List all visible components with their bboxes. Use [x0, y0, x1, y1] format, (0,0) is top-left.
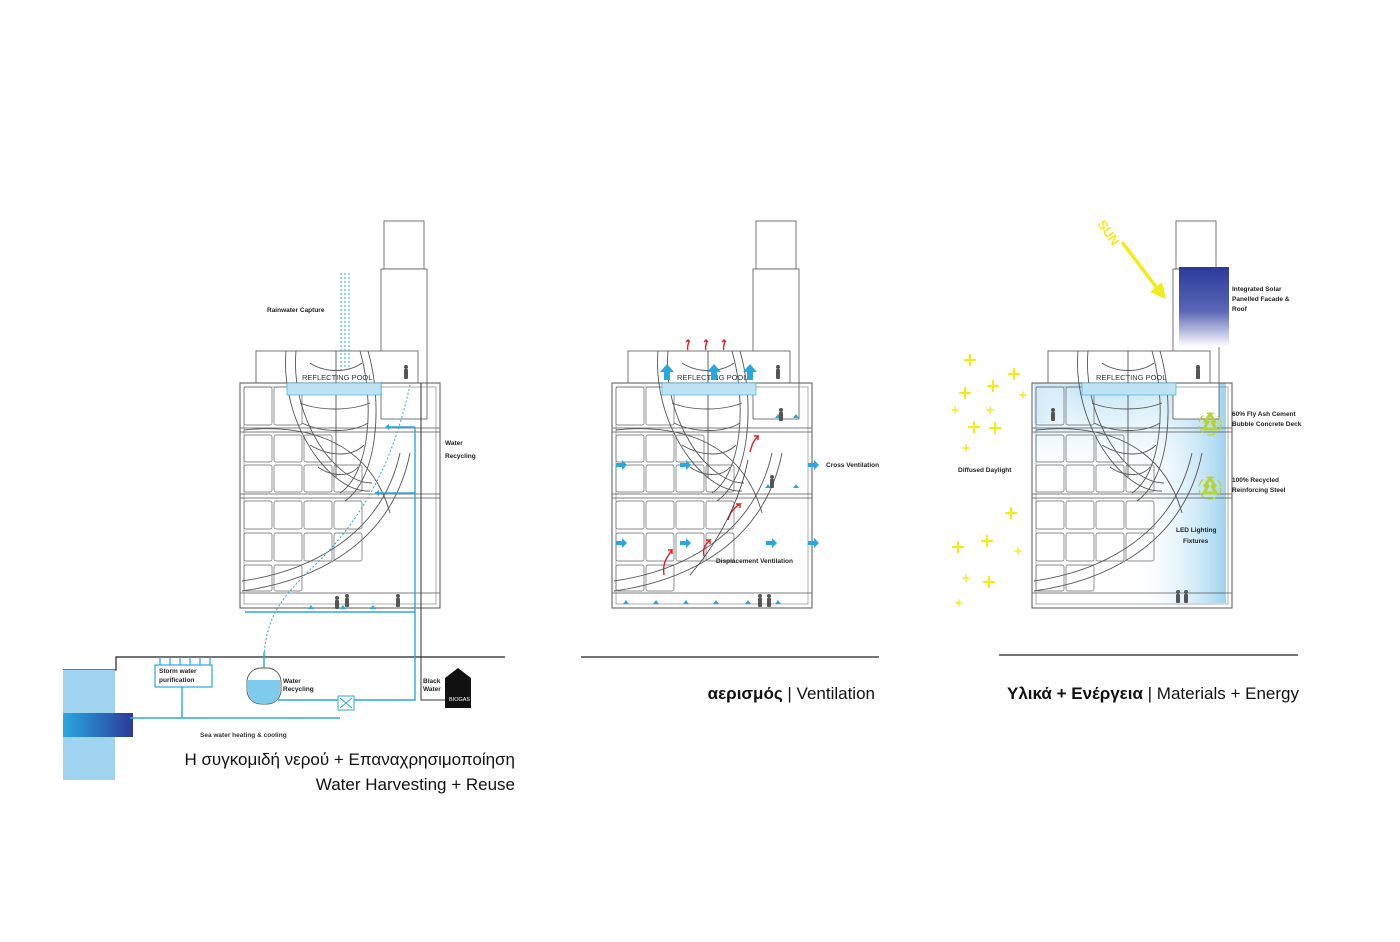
caption-ventilation: αερισμός | Ventilation — [708, 684, 875, 703]
ground-line — [63, 656, 505, 671]
floor-air-arrows — [623, 414, 799, 604]
storm-label-1: Storm water — [159, 668, 197, 675]
caption-separator: | — [783, 684, 797, 703]
sea-intake-pipe — [63, 713, 133, 737]
sun-label: SUN — [1095, 217, 1123, 248]
caption-english-water: Water Harvesting + Reuse — [316, 775, 515, 794]
displacement-guide — [689, 459, 749, 576]
cross-ventilation-label: Cross Ventilation — [826, 462, 879, 469]
caption-greek-ventilation: αερισμός — [708, 684, 783, 703]
panel-materials-energy: REFLECTING POOL SUN Integrated Solar Pan… — [951, 217, 1302, 703]
biogas-label: BIOGAS — [449, 697, 470, 703]
caption-greek-water: Η συγκομιδή νερού + Επαναχρησιμοποίηση — [184, 750, 515, 769]
storm-label-2: purification — [159, 677, 194, 684]
black-water-pipe — [420, 383, 445, 701]
reflecting-pool — [1081, 382, 1177, 396]
steel-label-2: Reinforcing Steel — [1232, 487, 1286, 494]
caption-english-energy: Materials + Energy — [1157, 684, 1300, 703]
black-water-label-1: Black — [423, 678, 441, 685]
building-section — [239, 220, 441, 609]
caption-materials-energy: Υλικά + Ενέργεια | Materials + Energy — [1007, 684, 1300, 703]
caption-english-ventilation: Ventilation — [797, 684, 875, 703]
displacement-arrows — [662, 435, 760, 576]
reflecting-pool-label: REFLECTING POOL — [1096, 373, 1166, 382]
tank-label-2: Recycling — [283, 686, 314, 693]
caption-separator: | — [1143, 684, 1157, 703]
solar-label-3: Roof — [1232, 306, 1248, 313]
reflecting-pool — [286, 382, 382, 396]
caption-greek-energy: Υλικά + Ενέργεια — [1007, 684, 1143, 703]
led-label-2: Fixtures — [1183, 538, 1209, 545]
daylight-glow-left — [1034, 383, 1079, 423]
displacement-ventilation-label: Displacement Ventilation — [716, 558, 793, 565]
daylight-sparkles — [951, 353, 1027, 607]
water-recycling-tank: Water Recycling — [246, 667, 314, 705]
water-recycling-label-1: Water — [445, 440, 463, 447]
panel-water-harvesting: REFLECTING POOL Rainwater Capture — [63, 220, 515, 794]
rainwater-lines — [340, 273, 350, 370]
people-figures — [335, 594, 400, 609]
exhaust-arrows — [685, 338, 727, 351]
biogas-tank: BIOGAS — [445, 668, 471, 708]
led-label-1: LED Lighting — [1176, 527, 1216, 534]
water-recycling-label-2: Recycling — [445, 453, 476, 460]
solar-label-2: Panelled Facade & — [1232, 296, 1290, 303]
solar-label-1: Integrated Solar — [1232, 286, 1282, 293]
rainwater-capture-label: Rainwater Capture — [267, 307, 325, 314]
solar-panel-facade — [1179, 267, 1229, 347]
pump-icon — [337, 695, 355, 711]
fly-ash-label-2: Bubble Concrete Deck — [1232, 421, 1302, 428]
roof-airflow-arrows — [660, 364, 757, 380]
reflecting-pool — [661, 382, 757, 396]
storm-water-purification: Storm water purification — [154, 657, 213, 688]
fly-ash-label-1: 60% Fly Ash Cement — [1232, 411, 1297, 418]
diffused-daylight-label: Diffused Daylight — [958, 467, 1012, 474]
reflecting-pool-label: REFLECTING POOL — [302, 373, 372, 382]
steel-label-1: 100% Recycled — [1232, 477, 1279, 484]
black-water-label-2: Water — [423, 686, 441, 693]
panel-ventilation: REFLECTING POOL Cross Ventilation — [581, 220, 879, 703]
sea-water-label: Sea water heating & cooling — [200, 732, 287, 739]
water-recycling-pipes — [130, 426, 416, 719]
people-figures — [758, 408, 783, 607]
tank-label-1: Water — [283, 678, 301, 685]
sun-ray-arrow — [1120, 240, 1166, 299]
